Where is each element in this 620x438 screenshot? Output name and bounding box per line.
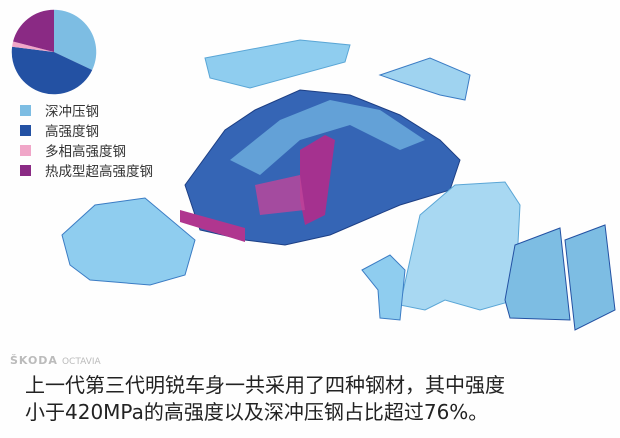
- legend-item: 深冲压钢: [20, 100, 153, 120]
- side-frame: [230, 100, 425, 175]
- trunk-lid: [378, 57, 471, 101]
- legend-label: 高强度钢: [45, 124, 99, 140]
- legend-swatch: [20, 124, 31, 136]
- hood-panel: [61, 197, 196, 286]
- floor-tunnel: [255, 175, 305, 215]
- legend-label: 深冲压钢: [45, 104, 99, 120]
- pie-slice-3: [12, 41, 54, 52]
- pie-slice-1: [54, 9, 97, 70]
- roof-panel: [204, 39, 351, 89]
- legend-item: 多相高强度钢: [20, 140, 153, 160]
- legend-item: 热成型超高强度钢: [20, 160, 153, 180]
- caption-line-2: 小于420MPa的高强度以及深冲压钢占比超过76%。: [25, 400, 489, 424]
- legend-swatch: [20, 144, 31, 156]
- brand-model: OCTAVIA: [61, 357, 101, 367]
- legend: 深冲压钢 高强度钢 多相高强度钢 热成型超高强度钢: [20, 100, 153, 180]
- rear-door: [564, 224, 616, 331]
- pie-slice-4: [13, 9, 55, 52]
- front-fender: [361, 254, 406, 321]
- legend-item: 高强度钢: [20, 120, 153, 140]
- steel-share-pie-chart: [11, 9, 97, 95]
- body-side-outer: [399, 181, 521, 311]
- b-pillar-hot-formed: [300, 135, 335, 225]
- caption: 上一代第三代明锐车身一共采用了四种钢材，其中强度 小于420MPa的高强度以及深…: [25, 372, 505, 426]
- legend-swatch: [20, 104, 31, 116]
- front-door: [504, 227, 571, 321]
- pie-slice-2: [11, 46, 93, 95]
- caption-line-1: 上一代第三代明锐车身一共采用了四种钢材，其中强度: [25, 373, 505, 397]
- legend-label: 热成型超高强度钢: [45, 164, 153, 180]
- front-bumper-beam: [180, 210, 245, 242]
- exploded-car-body-illustration: [61, 39, 616, 331]
- legend-swatch: [20, 164, 31, 176]
- brand-name: ŠKODA: [10, 354, 58, 367]
- legend-label: 多相高强度钢: [45, 144, 126, 160]
